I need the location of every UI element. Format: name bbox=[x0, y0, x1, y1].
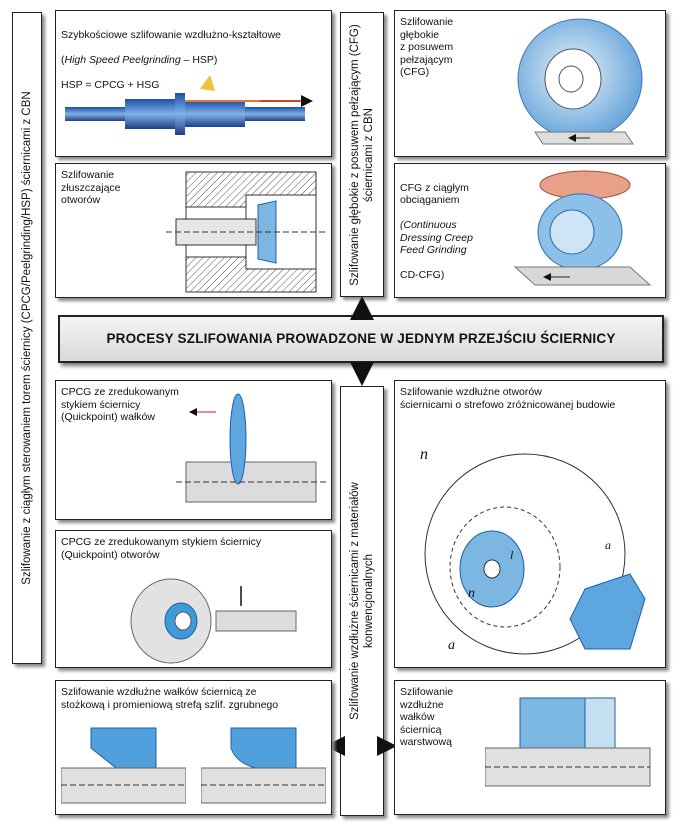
long-holes-label: Szlifowanie wzdłużne otworów ściernicami… bbox=[400, 386, 616, 411]
long-holes-box: Szlifowanie wzdłużne otworów ściernicami… bbox=[394, 380, 666, 668]
ns-symbol: n bbox=[468, 586, 475, 601]
quickpoint-holes-box: CPCG ze zredukowanym stykiem ściernicy (… bbox=[55, 530, 332, 668]
center-title: PROCESY SZLIFOWANIA PROWADZONE W JEDNYM … bbox=[106, 331, 616, 346]
layer-shafts-illustration bbox=[485, 697, 651, 787]
left-category-label: Szlifowanie z ciągłym sterowaniem torem … bbox=[21, 91, 33, 585]
left-category-bar: Szlifowanie z ciągłym sterowaniem torem … bbox=[12, 12, 42, 664]
cone-shafts-illustration-2 bbox=[201, 727, 326, 804]
layer-shafts-box: Szlifowanie wzdłużne wałków ściernicą wa… bbox=[394, 680, 666, 815]
cfg-box: Szlifowanie głębokie z posuwem pełzający… bbox=[394, 10, 666, 157]
quickpoint-holes-label: CPCG ze zredukowanym stykiem ściernicy (… bbox=[61, 536, 262, 561]
hsp-shaft-illustration bbox=[65, 75, 313, 135]
ls-symbol: l bbox=[510, 548, 514, 562]
cdcfg-italic: (Continuous Dressing Creep Feed Grinding bbox=[400, 219, 473, 256]
cdcfg-line3: CD-CFG) bbox=[400, 269, 445, 281]
hsp-box: Szybkościowe szlifowanie wzdłużno-kształ… bbox=[55, 10, 332, 157]
conventional-category-bar: Szlifowanie wzdłużne ściernicami z mater… bbox=[340, 386, 384, 816]
svg-text:a: a bbox=[448, 638, 455, 653]
cdcfg-description: CFG z ciągłym obciąganiem (Continuous Dr… bbox=[400, 169, 473, 282]
peel-holes-illustration bbox=[166, 171, 326, 293]
svg-text:n: n bbox=[468, 586, 475, 601]
cfg-category-bar: Szlifowanie głębokie z posuwem pełzający… bbox=[340, 12, 384, 297]
nw-symbol: n bbox=[420, 446, 428, 463]
peel-holes-label: Szlifowanie złuszczające otworów bbox=[61, 169, 121, 206]
ae-symbol: a bbox=[448, 638, 455, 653]
hsp-line2-italic: High Speed Peelgrinding bbox=[64, 53, 181, 66]
long-holes-illustration: n n a l a bbox=[420, 446, 646, 655]
layer-shafts-label: Szlifowanie wzdłużne wałków ściernicą wa… bbox=[400, 686, 454, 748]
cfg-label: Szlifowanie głębokie z posuwem pełzający… bbox=[400, 16, 454, 78]
svg-text:l: l bbox=[510, 548, 514, 562]
conventional-category-label: Szlifowanie wzdłużne ściernicami z mater… bbox=[349, 482, 375, 720]
cone-shafts-illustration-1 bbox=[61, 727, 186, 804]
cdcfg-line1: CFG z ciągłym obciąganiem bbox=[400, 181, 469, 207]
svg-text:n: n bbox=[420, 446, 428, 463]
cfg-category-label: Szlifowanie głębokie z posuwem pełzający… bbox=[349, 23, 375, 286]
cfg-illustration bbox=[517, 18, 643, 145]
cdcfg-illustration bbox=[513, 170, 652, 286]
cone-shafts-box: Szlifowanie wzdłużne wałków ściernicą ze… bbox=[55, 680, 332, 815]
quickpoint-holes-illustration bbox=[130, 578, 297, 664]
hsp-description: Szybkościowe szlifowanie wzdłużno-kształ… bbox=[61, 16, 281, 91]
cdcfg-box: CFG z ciągłym obciąganiem (Continuous Dr… bbox=[394, 163, 666, 298]
hsp-line1: Szybkościowe szlifowanie wzdłużno-kształ… bbox=[61, 28, 282, 41]
hsp-line2-close: – HSP) bbox=[180, 53, 218, 66]
cone-shafts-label: Szlifowanie wzdłużne wałków ściernicą ze… bbox=[61, 686, 279, 711]
svg-text:a: a bbox=[605, 538, 611, 552]
quickpoint-shafts-label: CPCG ze zredukowanym stykiem ściernicy (… bbox=[61, 386, 179, 423]
ap-symbol: a bbox=[605, 538, 611, 552]
peel-holes-box: Szlifowanie złuszczające otworów bbox=[55, 163, 332, 298]
quickpoint-shafts-illustration bbox=[176, 393, 326, 503]
hsp-line3: HSP = CPCG + HSG bbox=[61, 78, 160, 91]
hsp-line2-open: ( bbox=[61, 53, 65, 66]
center-title-bar: PROCESY SZLIFOWANIA PROWADZONE W JEDNYM … bbox=[58, 315, 664, 363]
quickpoint-shafts-box: CPCG ze zredukowanym stykiem ściernicy (… bbox=[55, 380, 332, 520]
